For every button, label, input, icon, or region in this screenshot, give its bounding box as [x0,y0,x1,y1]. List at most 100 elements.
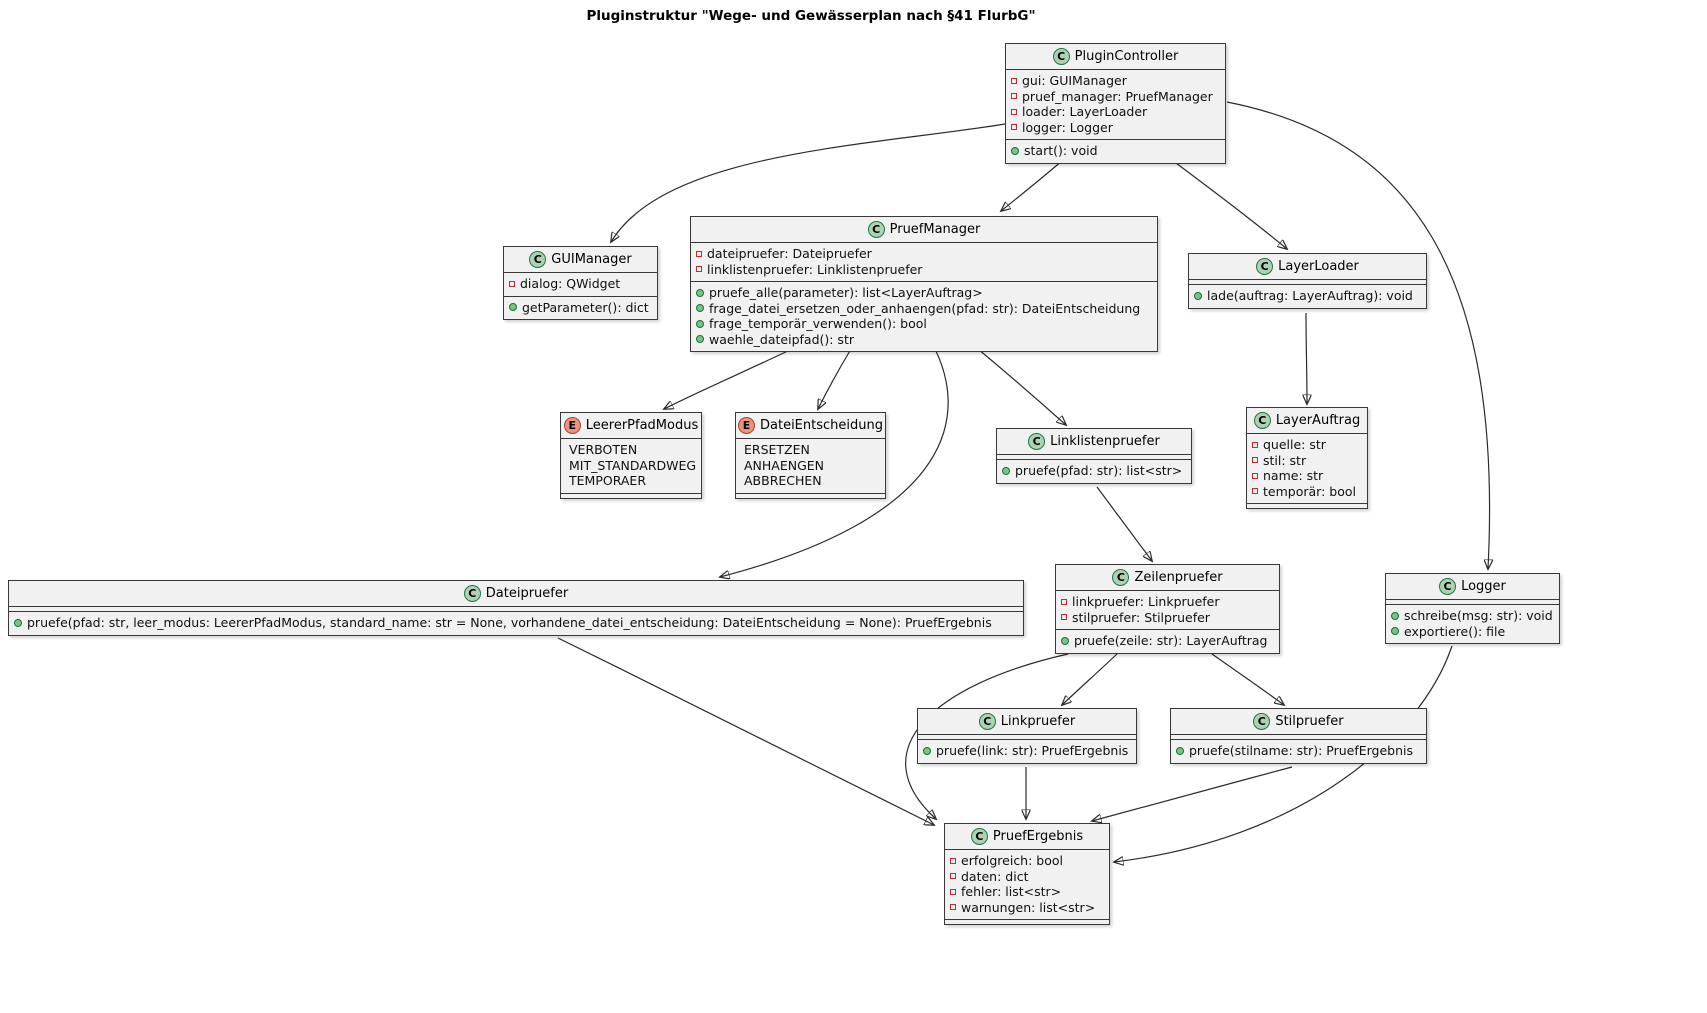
field-text: stilpruefer: Stilpruefer [1072,609,1210,625]
field: stil: str [1252,453,1361,469]
public-method-icon [696,335,704,344]
class-header: C Zeilenpruefer [1056,565,1279,590]
public-method-icon [696,304,704,313]
class-box-logger: C Logger schreibe(msg: str): void export… [1385,573,1560,644]
private-field-icon [950,888,956,895]
fields-compartment [918,734,1136,739]
class-box-pruefergebnis: C PruefErgebnis erfolgreich: bool daten:… [944,823,1110,925]
enum-value: ERSETZEN [741,442,879,458]
field: warnungen: list<str> [950,900,1103,916]
enum-values-compartment: ERSETZEN ANHAENGEN ABBRECHEN [736,438,885,493]
private-field-icon [1252,488,1258,495]
fields-compartment: dialog: QWidget [504,272,657,296]
class-header: C PruefErgebnis [945,824,1109,849]
method: frage_datei_ersetzen_oder_anhaengen(pfad… [696,301,1151,317]
edge-plugincontroller-layerloader [1171,159,1287,249]
enum-value: VERBOTEN [566,442,695,458]
public-method-icon [14,618,22,627]
class-header: C LayerAuftrag [1247,408,1367,433]
enum-box-leererpfadmodus: E LeererPfadModus VERBOTEN MIT_STANDARDW… [560,412,702,499]
public-method-icon [696,288,704,297]
field: logger: Logger [1011,120,1219,136]
class-name: Dateipruefer [485,586,569,601]
private-field-icon [1061,598,1067,605]
edge-linklistenpruefer-zeilenpruefer [1096,486,1152,561]
fields-compartment [997,454,1191,459]
class-header: C Dateipruefer [9,581,1023,606]
public-method-icon [696,319,704,328]
class-icon: C [1112,569,1130,586]
enum-value-text: VERBOTEN [569,442,638,457]
method-text: exportiere(): file [1404,623,1506,639]
class-icon: C [867,221,885,238]
fields-compartment [1386,599,1559,604]
method: waehle_dateipfad(): str [696,332,1151,348]
field-text: erfolgreich: bool [961,853,1063,868]
enum-box-dateientscheidung: E DateiEntscheidung ERSETZEN ANHAENGEN A… [735,412,886,499]
private-field-icon [950,857,956,864]
class-box-layerloader: C LayerLoader lade(auftrag: LayerAuftrag… [1188,253,1427,309]
enum-header: E DateiEntscheidung [736,413,885,438]
class-icon: C [978,713,996,730]
field-text: warnungen: list<str> [961,899,1096,915]
private-field-icon [1011,124,1017,131]
field: temporär: bool [1252,484,1361,500]
public-method-icon [1011,146,1019,155]
edge-pruefmanager-leererpfadmodus [664,348,793,409]
class-box-zeilenpruefer: C Zeilenpruefer linkpruefer: Linkpruefer… [1055,564,1280,654]
class-icon: C [1256,258,1274,275]
method-text: pruefe(stilname: str): PruefErgebnis [1189,743,1414,758]
public-method-icon [1176,746,1184,755]
field: quelle: str [1252,437,1361,453]
class-icon: C [1052,48,1070,65]
class-icon: C [463,585,481,602]
field-text: linklistenpruefer: Linklistenpruefer [707,261,923,277]
method-text: frage_temporär_verwenden(): bool [709,316,927,331]
class-name: Stilpruefer [1275,714,1344,729]
fields-compartment: dateipruefer: Dateipruefer linklistenpru… [691,242,1157,281]
enum-header: E LeererPfadModus [561,413,701,438]
methods-compartment [736,492,885,498]
class-name: LayerAuftrag [1275,413,1361,428]
field-text: pruef_manager: PruefManager [1022,88,1213,104]
class-name: PruefErgebnis [992,829,1084,844]
class-name: PruefManager [889,222,981,237]
public-method-icon [1391,627,1399,636]
private-field-icon [1061,614,1067,621]
private-field-icon [1011,77,1017,84]
class-icon: C [529,251,547,268]
edge-plugincontroller-logger [1226,101,1490,569]
enum-value: TEMPORAER [566,473,695,489]
edge-layerloader-layerauftrag [1306,312,1307,404]
class-box-linkpruefer: C Linkpruefer pruefe(link: str): PruefEr… [917,708,1137,764]
methods-compartment: start(): void [1006,139,1225,163]
field-text: loader: LayerLoader [1022,104,1148,119]
method-text: frage_datei_ersetzen_oder_anhaengen(pfad… [709,300,1141,316]
fields-compartment [9,606,1023,611]
class-icon: C [970,828,988,845]
public-method-icon [1061,636,1069,645]
field-text: daten: dict [961,868,1029,884]
private-field-icon [696,250,702,257]
field-text: logger: Logger [1022,119,1113,135]
field: fehler: list<str> [950,884,1103,900]
field-text: stil: str [1263,452,1307,468]
class-header: C Linkpruefer [918,709,1136,734]
methods-compartment: pruefe(pfad: str): list<str> [997,459,1191,483]
field: pruef_manager: PruefManager [1011,89,1219,105]
edge-stilpruefer-pruefergebnis [1092,766,1293,821]
edge-pruefmanager-dateipruefer [720,348,949,577]
class-name: GUIManager [551,252,632,267]
method: exportiere(): file [1391,624,1553,640]
field-text: quelle: str [1263,437,1326,452]
methods-compartment [945,919,1109,924]
method: pruefe(stilname: str): PruefErgebnis [1176,743,1420,759]
class-icon: C [1253,713,1271,730]
methods-compartment: pruefe(zeile: str): LayerAuftrag [1056,629,1279,653]
class-name: LayerLoader [1278,259,1359,274]
field-text: gui: GUIManager [1022,73,1127,88]
fields-compartment: gui: GUIManager pruef_manager: PruefMana… [1006,69,1225,139]
edge-plugincontroller-guimanager [611,123,1006,242]
methods-compartment: pruefe(link: str): PruefErgebnis [918,739,1136,763]
